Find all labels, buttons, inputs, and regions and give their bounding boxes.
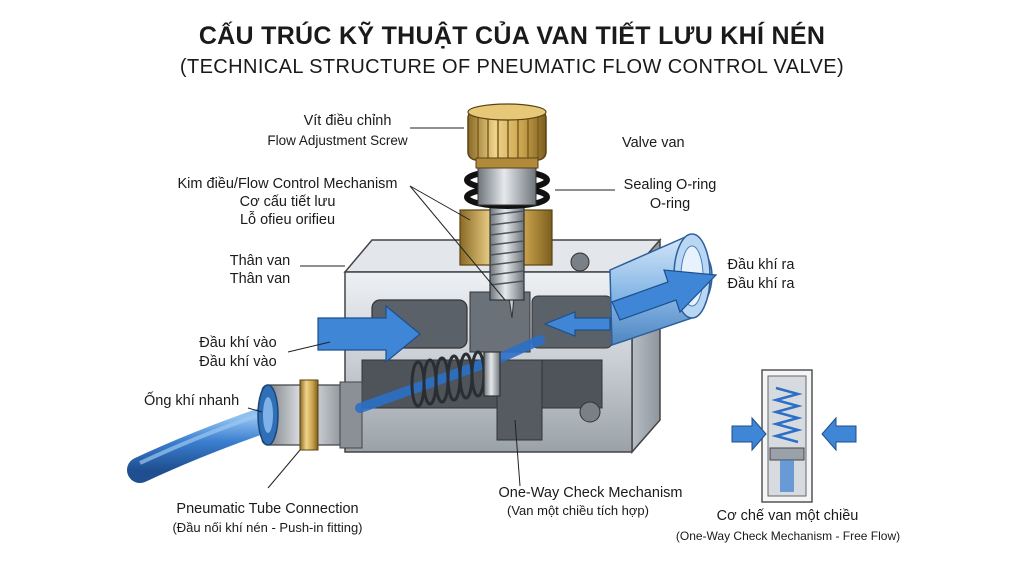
label-oring-1: Sealing O-ring — [623, 177, 717, 193]
label-tube-conn-1: Pneumatic Tube Connection — [176, 501, 359, 517]
inlet-arrow — [317, 304, 421, 364]
label-inlet-2: Đầu khí vào — [199, 354, 277, 370]
label-needle-3: Lỗ ofieu orifieu — [239, 212, 336, 228]
label-oring-2: O-ring — [649, 196, 691, 212]
label-body-2: Thân van — [229, 271, 291, 287]
label-body-1: Thân van — [229, 253, 291, 269]
diagram-title: CẤU TRÚC KỸ THUẬT CỦA VAN TIẾT LƯU KHÍ N… — [198, 22, 826, 50]
label-inset-1: Cơ chế van một chiều — [716, 508, 859, 524]
label-needle-2: Cơ cấu tiết lưu — [239, 194, 336, 210]
label-outlet-2: Đầu khí ra — [727, 276, 795, 292]
check-valve-spring — [410, 350, 501, 408]
label-needle-1: Kim điều/Flow Control Mechanism — [177, 176, 398, 192]
label-inset-2: (One-Way Check Mechanism - Free Flow) — [675, 529, 901, 543]
label-tube: Ống khí nhanh — [144, 393, 240, 409]
outlet-arrow — [611, 269, 718, 321]
diagram-subtitle: (TECHNICAL STRUCTURE OF PNEUMATIC FLOW C… — [179, 56, 845, 78]
label-check-2: (Van một chiều tích hợp) — [507, 503, 649, 518]
label-valve: Valve van — [622, 135, 685, 151]
check-mechanism-inset — [731, 369, 857, 503]
throttle-arrow — [543, 311, 611, 337]
flow-arrows — [317, 269, 718, 364]
label-screw-en: Flow Adjustment Screw — [267, 133, 408, 148]
label-tube-conn-2: (Đầu nối khí nén - Push-in fitting) — [172, 520, 363, 535]
push-in-fitting — [127, 379, 363, 483]
label-inlet-1: Đầu khí vào — [199, 335, 277, 351]
label-screw-vi: Vít điều chỉnh — [303, 113, 392, 129]
adjustment-screw-assembly — [459, 103, 553, 319]
leader-lines — [247, 127, 615, 489]
label-check-1: One-Way Check Mechanism — [498, 485, 683, 501]
label-outlet-1: Đầu khí ra — [727, 257, 795, 273]
